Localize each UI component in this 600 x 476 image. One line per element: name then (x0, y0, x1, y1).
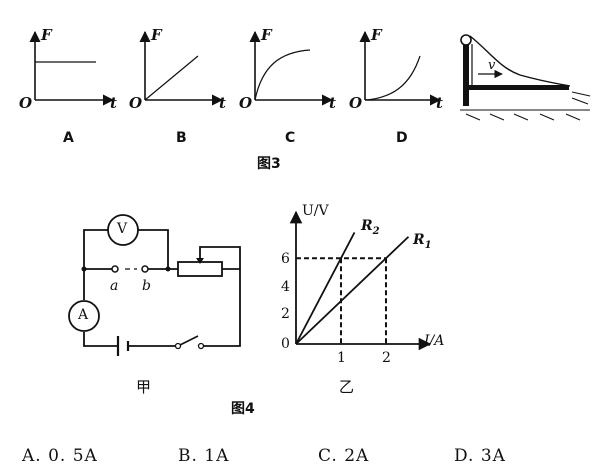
graph-b (139, 30, 224, 106)
voltmeter-wire (83, 229, 169, 269)
rope (469, 35, 571, 87)
figure4-caption: 图4 (231, 401, 255, 417)
option-b[interactable]: B. 1A (178, 446, 230, 466)
horizontal-rod (469, 85, 569, 90)
series-line-r1 (295, 236, 410, 345)
ammeter-icon (68, 300, 100, 332)
graph-c-curve (254, 49, 311, 101)
option-d[interactable]: D. 3A (454, 446, 506, 466)
series-lines (295, 232, 410, 345)
graph-d-origin: O (349, 94, 363, 112)
battery-icon (116, 336, 130, 356)
figure3-caption: 图3 (257, 156, 281, 172)
point-a-label: a (110, 278, 119, 294)
terminal-b (141, 265, 149, 273)
graph-d-y-label: F (371, 26, 382, 44)
x-axis-label: I/A (424, 333, 445, 349)
graph-b-y-label: F (151, 26, 162, 44)
graph-d (359, 30, 442, 106)
graph-c-origin: O (239, 94, 253, 112)
circuit-label: 甲 (136, 378, 152, 396)
graph-c-letter: C (285, 130, 296, 146)
terminal-a (111, 265, 119, 273)
series-line-r2 (295, 232, 356, 345)
graph-a-x-label: t (110, 94, 117, 112)
option-a[interactable]: A. 0. 5A (22, 446, 98, 466)
graph-b-letter: B (176, 130, 187, 146)
graph-b-curve (144, 55, 199, 101)
y-tick-2: 2 (281, 306, 290, 322)
y-tick-6: 6 (281, 251, 290, 267)
rheostat-icon (177, 261, 223, 277)
left-wire (83, 269, 118, 347)
circuit (68, 214, 241, 356)
rod-apparatus (460, 34, 591, 121)
graph-a-y-label: F (41, 26, 52, 44)
x-tick-2: 2 (382, 350, 391, 366)
voltmeter-icon (107, 214, 139, 246)
y-axis-label: U/V (302, 203, 329, 219)
line-label-r2: R2 (361, 218, 380, 237)
graph-a (29, 30, 115, 106)
vertical-post (463, 38, 469, 106)
voltmeter-label: V (117, 221, 128, 237)
graph-origin: 0 (281, 336, 290, 352)
graph-a-letter: A (63, 130, 74, 146)
graph-d-curve (364, 55, 421, 101)
y-tick-4: 4 (281, 279, 290, 295)
graph-c (249, 30, 334, 106)
graph-d-x-label: t (436, 94, 443, 112)
graph-c-y-label: F (261, 26, 272, 44)
pulley-icon (460, 34, 472, 46)
graph-b-origin: O (129, 94, 143, 112)
ammeter-label: A (78, 307, 89, 323)
graph-label: 乙 (339, 378, 355, 396)
graph-a-origin: O (19, 94, 33, 112)
rheostat-wire (199, 246, 241, 269)
option-c[interactable]: C. 2A (318, 446, 370, 466)
velocity-label: v (488, 58, 496, 73)
ui-graph (289, 210, 432, 351)
ground-hatch (460, 91, 591, 121)
switch-icon (177, 335, 199, 347)
point-b-label: b (142, 278, 151, 294)
graph-d-letter: D (396, 130, 408, 146)
x-tick-1: 1 (337, 350, 346, 366)
graph-b-x-label: t (219, 94, 226, 112)
line-label-r1: R1 (413, 232, 432, 251)
main-wire-top (84, 268, 241, 347)
graph-c-x-label: t (329, 94, 336, 112)
